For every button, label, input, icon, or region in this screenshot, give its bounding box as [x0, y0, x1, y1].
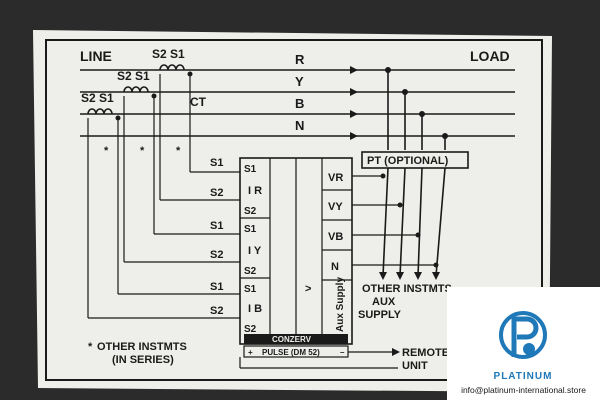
remote-label: REMOTE: [402, 347, 449, 359]
arrow-b: [350, 110, 358, 118]
ct-r-label: S2 S1: [152, 47, 185, 61]
vb-dot: [415, 232, 421, 238]
arrow-y: [350, 88, 358, 96]
phase-b-label: B: [295, 96, 304, 111]
term-s2-b: S2: [210, 305, 223, 317]
ct-y-label: S2 S1: [117, 69, 150, 83]
term-s2-y: S2: [210, 249, 223, 261]
supply-label: SUPPLY: [358, 309, 402, 321]
aux-supply-label: Aux Supply: [335, 277, 346, 332]
p-logo-icon: PLATINUM: [494, 311, 553, 382]
pt-out-b: [417, 167, 423, 277]
vb-label: VB: [328, 231, 343, 243]
ct-coil-y: [123, 86, 149, 93]
line-label: LINE: [80, 48, 112, 64]
series-star-1: *: [104, 145, 109, 157]
vy-label: VY: [328, 201, 343, 213]
pt-arrow-4: [432, 272, 440, 280]
term-s1-b: S1: [210, 281, 223, 293]
watermark-overlay: PLATINUM info@platinum-international.sto…: [447, 287, 600, 400]
vy-dot: [397, 202, 403, 208]
pt-arrow-3: [414, 272, 422, 280]
note-line-2: (IN SERIES): [112, 354, 174, 366]
term-s1-y: S1: [210, 220, 223, 232]
vr-label: VR: [328, 172, 343, 184]
pulse-minus: –: [340, 348, 345, 357]
unit-label: UNIT: [402, 360, 428, 372]
brand-bar: [244, 334, 348, 344]
pt-arrow-2: [396, 272, 404, 280]
remote-arrow: [392, 348, 400, 356]
cell-s1-b: S1: [244, 284, 257, 295]
v-mark: >: [305, 283, 311, 295]
n-dot: [433, 262, 439, 268]
ct-coil-r: [159, 64, 185, 71]
cell-s1-r: S1: [244, 164, 257, 175]
ct-label: CT: [190, 95, 207, 109]
note-line-1: OTHER INSTMTS: [97, 341, 187, 353]
watermark-email: info@platinum-international.store: [461, 385, 586, 395]
pt-label: PT (OPTIONAL): [367, 155, 449, 167]
pt-out-r: [382, 167, 389, 277]
pt-out-y: [399, 167, 406, 277]
n-label: N: [331, 261, 339, 273]
pt-out-n: [435, 167, 446, 277]
ct-coil-b: [87, 108, 113, 115]
other-instmts-label: OTHER INSTMTS: [362, 283, 452, 295]
load-label: LOAD: [470, 48, 510, 64]
phase-y-label: Y: [295, 74, 304, 89]
term-s1-r: S1: [210, 157, 223, 169]
pulse-label: PULSE (DM 52): [262, 348, 320, 357]
vr-dot: [380, 173, 386, 179]
ct-b-label: S2 S1: [81, 91, 114, 105]
cell-s2-y: S2: [244, 266, 257, 277]
arrow-n: [350, 132, 358, 140]
term-s2-r: S2: [210, 187, 223, 199]
ir-label: I R: [248, 185, 262, 197]
cell-s2-b: S2: [244, 324, 257, 335]
ib-label: I B: [248, 303, 262, 315]
series-star-2: *: [140, 145, 145, 157]
series-star-3: *: [176, 145, 181, 157]
iy-label: I Y: [248, 245, 262, 257]
arrow-r: [350, 66, 358, 74]
aux-label: AUX: [372, 296, 396, 308]
plate-border: [45, 39, 543, 381]
watermark-brand: PLATINUM: [494, 371, 553, 382]
pt-box: [361, 151, 469, 169]
brand-label: CONZERV: [272, 335, 312, 344]
pulse-plus: +: [248, 348, 253, 357]
note-star: *: [88, 341, 93, 353]
phase-n-label: N: [295, 118, 304, 133]
phase-r-label: R: [295, 52, 305, 67]
cell-s1-y: S1: [244, 224, 257, 235]
pt-arrow-1: [379, 272, 387, 280]
cell-s2-r: S2: [244, 206, 257, 217]
